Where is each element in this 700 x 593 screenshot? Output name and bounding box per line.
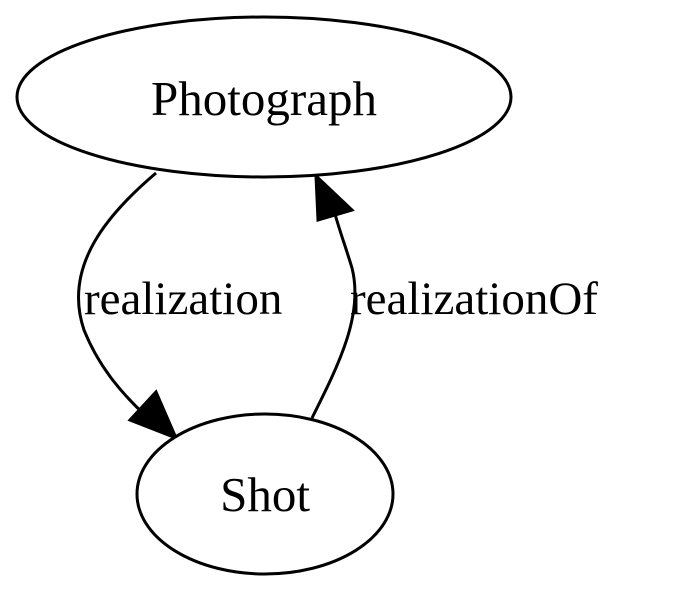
node-shot-ellipse (135, 412, 395, 576)
edge-realization (77, 171, 179, 441)
node-shot: Shot (135, 412, 395, 576)
edge-realization-arrowhead (127, 389, 179, 441)
edge-realization-line (77, 171, 157, 418)
node-photograph: Photograph (15, 15, 513, 179)
edge-realization-label: realization (84, 273, 282, 325)
node-photograph-ellipse (15, 15, 513, 179)
node-photograph-label: Photograph (151, 71, 377, 126)
node-shot-label: Shot (220, 467, 310, 522)
edge-realization-of-line (310, 213, 357, 419)
edge-realization-of (310, 172, 357, 419)
edge-realization-of-label: realizationOf (350, 273, 598, 325)
edge-realization-of-arrowhead (314, 172, 355, 222)
